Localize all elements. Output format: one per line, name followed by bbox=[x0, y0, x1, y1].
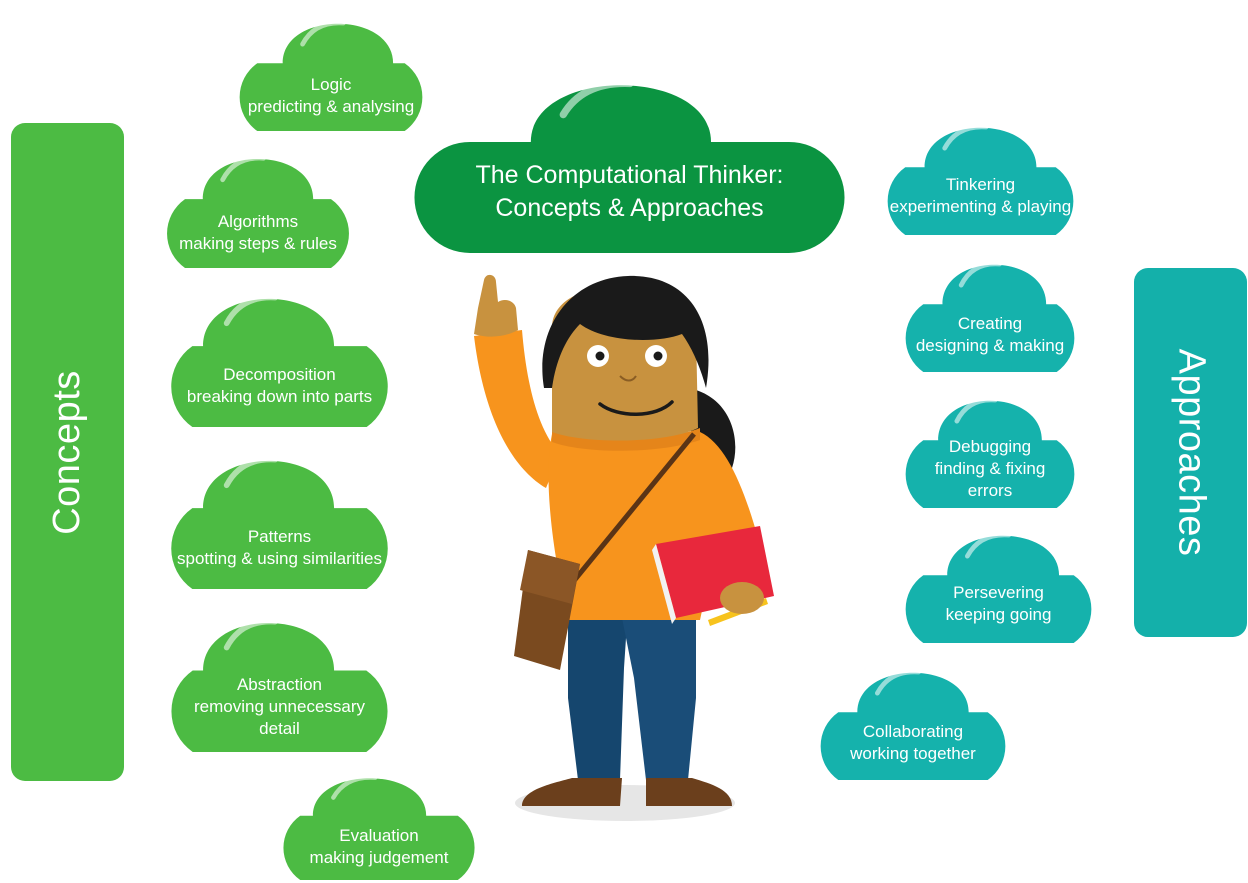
smile bbox=[598, 400, 674, 416]
approach-desc: keeping going bbox=[945, 605, 1052, 624]
bag-strap bbox=[566, 432, 696, 590]
cloud-shape bbox=[171, 618, 388, 752]
hair bbox=[542, 275, 709, 388]
book-pages bbox=[652, 544, 676, 624]
raised-arm bbox=[474, 330, 560, 488]
cloud-shape bbox=[171, 294, 388, 427]
cloud-highlight bbox=[958, 261, 1002, 288]
concept-desc: spotting & using similarities bbox=[176, 548, 383, 568]
concept-desc: removing unnecessary bbox=[193, 697, 366, 716]
concept-name: Decomposition bbox=[223, 364, 336, 384]
right-shoe bbox=[646, 778, 732, 806]
concept-name: Logic bbox=[310, 75, 352, 94]
approach-cloud-collaborating: Collaborating working together bbox=[797, 662, 1029, 780]
cloud-body bbox=[905, 264, 1075, 372]
cloud-body bbox=[820, 672, 1006, 780]
approach-desc: working together bbox=[850, 744, 976, 763]
approaches-label: Approaches bbox=[1170, 348, 1212, 557]
approach-cloud-tinkering: Tinkering experimenting & playing bbox=[864, 117, 1097, 235]
cloud-shape bbox=[905, 397, 1075, 508]
cloud-shape bbox=[820, 669, 1006, 780]
concept-cloud-decomposition: Decomposition breaking down into parts bbox=[143, 286, 416, 427]
cloud-shape bbox=[414, 79, 845, 253]
concept-desc: predicting & analysing bbox=[247, 97, 415, 116]
left-leg bbox=[568, 608, 628, 780]
concepts-label: Concepts bbox=[46, 369, 89, 535]
cloud-body bbox=[905, 535, 1092, 643]
left-shoe bbox=[522, 778, 622, 806]
cloud-body bbox=[171, 460, 388, 589]
cloud-highlight bbox=[220, 155, 266, 183]
holding-hand bbox=[720, 582, 764, 614]
approach-name: Creating bbox=[957, 314, 1023, 333]
cloud-body bbox=[167, 158, 349, 268]
raised-hand bbox=[474, 274, 518, 337]
concept-name: Patterns bbox=[247, 526, 312, 546]
cloud-body bbox=[283, 778, 475, 880]
concept-name: Algorithms bbox=[217, 212, 299, 231]
approach-cloud-persevering: Persevering keeping going bbox=[882, 525, 1115, 643]
cloud-shape bbox=[239, 20, 423, 132]
cloud-body bbox=[414, 85, 845, 253]
approach-name: Debugging bbox=[948, 437, 1032, 456]
cloud-shape bbox=[905, 532, 1092, 643]
approach-name: Tinkering bbox=[945, 175, 1016, 194]
cloud-body bbox=[239, 23, 423, 132]
approach-cloud-debugging: Debugging finding & fixing errors bbox=[882, 390, 1098, 508]
concept-cloud-algorithms: Algorithms making steps & rules bbox=[143, 148, 373, 268]
cloud-shape bbox=[283, 775, 475, 880]
cloud-highlight bbox=[559, 79, 634, 119]
cloud-shape bbox=[905, 261, 1075, 372]
right-pupil bbox=[653, 351, 663, 361]
cloud-highlight bbox=[223, 618, 278, 651]
concept-desc: breaking down into parts bbox=[186, 386, 373, 406]
cloud-highlight bbox=[331, 775, 378, 800]
concept-name: Abstraction bbox=[236, 675, 323, 694]
cloud-highlight bbox=[223, 294, 278, 327]
title-line-1: The Computational Thinker: bbox=[475, 160, 784, 189]
approach-desc-2: errors bbox=[967, 481, 1013, 500]
cloud-highlight bbox=[965, 532, 1012, 559]
cloud-body bbox=[887, 127, 1074, 235]
concept-cloud-patterns: Patterns spotting & using similarities bbox=[143, 448, 416, 589]
nose bbox=[619, 375, 637, 382]
concept-cloud-abstraction: Abstraction removing unnecessary detail bbox=[143, 610, 416, 752]
torso bbox=[548, 432, 764, 620]
approach-name: Persevering bbox=[953, 583, 1044, 602]
bag-flap bbox=[520, 550, 580, 604]
approach-desc: experimenting & playing bbox=[889, 197, 1072, 216]
concept-desc: making steps & rules bbox=[179, 234, 337, 253]
cloud-highlight bbox=[300, 20, 346, 47]
approaches-bar: Approaches bbox=[1134, 268, 1247, 637]
approach-desc: finding & fixing bbox=[934, 459, 1046, 478]
title-line-2: Concepts & Approaches bbox=[495, 193, 764, 222]
left-pupil bbox=[595, 351, 605, 361]
concepts-bar: Concepts bbox=[11, 123, 124, 781]
cloud-body bbox=[171, 622, 388, 752]
concept-desc: making judgement bbox=[309, 848, 449, 867]
cloud-highlight bbox=[223, 456, 278, 489]
concept-cloud-logic: Logic predicting & analysing bbox=[216, 13, 446, 132]
approach-name: Collaborating bbox=[862, 722, 964, 741]
approach-cloud-creating: Creating designing & making bbox=[882, 254, 1098, 372]
cloud-highlight bbox=[875, 669, 921, 696]
cloud-shape bbox=[167, 155, 349, 268]
approach-desc: designing & making bbox=[915, 336, 1065, 355]
concept-desc-2: detail bbox=[259, 719, 300, 738]
cloud-highlight bbox=[942, 124, 989, 151]
collar bbox=[552, 428, 700, 451]
cloud-body bbox=[171, 298, 388, 427]
concept-name: Evaluation bbox=[339, 826, 419, 845]
cloud-shape bbox=[887, 124, 1074, 235]
concept-cloud-evaluation: Evaluation making judgement bbox=[261, 768, 497, 880]
cloud-body bbox=[905, 400, 1075, 508]
title-cloud: The Computational Thinker: Concepts & Ap… bbox=[414, 70, 845, 253]
student-illustration bbox=[474, 274, 774, 821]
cloud-shape bbox=[171, 456, 388, 589]
cloud-highlight bbox=[954, 397, 998, 424]
right-leg bbox=[620, 608, 696, 780]
